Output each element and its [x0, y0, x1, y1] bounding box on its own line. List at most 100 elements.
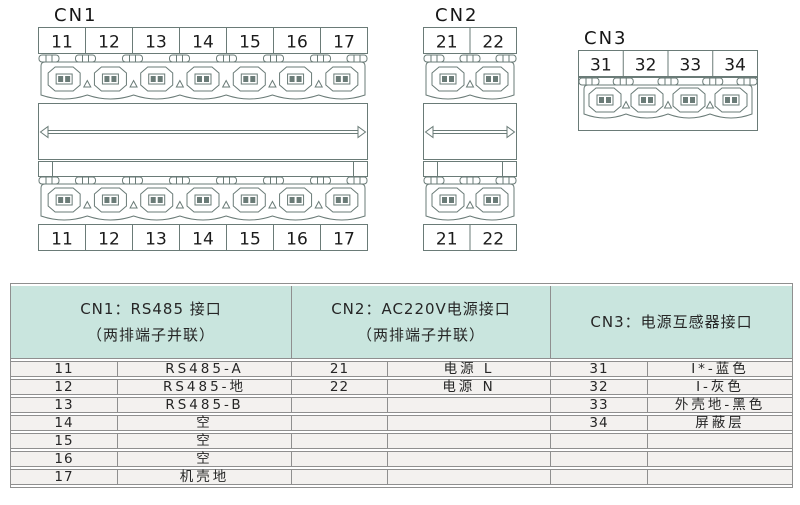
- pin-number-cell: 32: [551, 379, 649, 395]
- module-housing: [38, 103, 368, 160]
- terminal-number: 14: [192, 33, 214, 53]
- screw-slot-pin: [296, 76, 302, 82]
- screw-slot-pin: [204, 76, 209, 82]
- screw-terminal: [186, 66, 220, 92]
- screw-terminal: [279, 187, 313, 213]
- screw-slot-pin: [104, 197, 110, 203]
- pin-number-cell: 33: [551, 397, 649, 413]
- header-title: CN2：AC220V电源接口: [331, 299, 511, 318]
- mounting-tab: [75, 176, 96, 185]
- polarity-mark-icon: [705, 100, 715, 109]
- screw-slot-pin: [732, 97, 737, 103]
- pin-number-cell: 15: [11, 433, 118, 449]
- screw-slot: [55, 194, 73, 206]
- screw-slot-pin: [65, 76, 71, 82]
- mounting-tab: [38, 176, 60, 185]
- screw-slot: [333, 73, 351, 85]
- mounting-tab: [169, 176, 190, 185]
- screw-slot-pin: [449, 76, 454, 82]
- screw-terminal: [325, 187, 359, 213]
- screw-terminal: [588, 87, 622, 113]
- mounting-tab: [216, 54, 237, 63]
- pin-number-cell: 21: [292, 361, 388, 377]
- screw-slot: [101, 73, 119, 85]
- terminal-number: 21: [436, 230, 458, 250]
- screw-slot-pin: [204, 197, 209, 203]
- terminal-number-strip: [38, 27, 368, 54]
- screw-slot: [287, 73, 305, 85]
- pin-number-cell: 14: [11, 415, 118, 431]
- terminal-number: 33: [680, 56, 702, 76]
- screw-slot: [55, 73, 73, 85]
- screw-slot: [194, 73, 212, 85]
- pin-number-cell: [292, 469, 388, 485]
- terminal-number: 17: [333, 230, 355, 250]
- screw-terminal: [325, 66, 359, 92]
- pin-assignment-table: CN1：RS485 接口 （两排端子并联） CN2：AC220V电源接口 （两排…: [10, 283, 794, 488]
- table-header-cn3: CN3：电源互感器接口: [551, 286, 793, 359]
- pin-number-cell: [292, 451, 388, 467]
- screw-terminal: [186, 187, 220, 213]
- pin-desc-cell: RS485-地: [118, 379, 292, 395]
- pin-desc-cell: 外壳地-黑色: [648, 397, 793, 413]
- pin-desc-cell: [388, 451, 552, 467]
- screw-terminal: [47, 187, 81, 213]
- screw-slot: [240, 73, 258, 85]
- screw-slot-pin: [157, 76, 163, 82]
- screw-slot-pin: [250, 76, 256, 82]
- rail-arrow-left-icon: [424, 125, 434, 139]
- terminal-number: 32: [635, 56, 657, 76]
- terminal-number: 11: [51, 33, 73, 53]
- pin-number-cell: 22: [292, 379, 388, 395]
- pin-number-cell: 17: [11, 469, 118, 485]
- pin-number-cell: 34: [551, 415, 649, 431]
- mounting-tab: [459, 176, 481, 185]
- screw-slot-pin: [197, 197, 202, 203]
- screw-slot-pin: [683, 97, 688, 103]
- polarity-mark-icon: [268, 200, 277, 209]
- pin-number-cell: [292, 433, 388, 449]
- screw-slot: [680, 94, 698, 106]
- screw-slot-pin: [442, 76, 447, 82]
- terminal-number: 11: [51, 230, 73, 250]
- terminal-number: 16: [286, 33, 308, 53]
- screw-slot-pin: [641, 97, 646, 103]
- mounting-tab: [346, 176, 368, 185]
- screw-slot-pin: [289, 76, 295, 82]
- pin-number-cell: [551, 469, 649, 485]
- screw-slot-pin: [486, 76, 491, 82]
- screw-slot: [439, 73, 457, 85]
- pin-number-cell: [551, 433, 649, 449]
- pin-desc-cell: I-灰色: [648, 379, 793, 395]
- terminal-number: 22: [482, 230, 504, 250]
- screw-slot-pin: [442, 197, 447, 203]
- screw-slot-pin: [58, 197, 64, 203]
- table-header-cn2: CN2：AC220V电源接口 （两排端子并联）: [292, 286, 552, 359]
- pin-desc-cell: [388, 415, 552, 431]
- pin-desc-cell: 电源 N: [388, 379, 552, 395]
- module-housing: [423, 103, 517, 160]
- screw-slot: [439, 194, 457, 206]
- mounting-tab: [263, 54, 284, 63]
- screw-terminal: [475, 187, 509, 213]
- screw-terminal: [232, 66, 266, 92]
- pin-desc-cell: 机壳地: [118, 469, 292, 485]
- connector-label-cn2: CN2: [435, 5, 479, 26]
- screw-terminal: [475, 66, 509, 92]
- screw-slot-pin: [648, 97, 653, 103]
- screw-slot: [148, 73, 166, 85]
- screw-slot: [101, 194, 119, 206]
- screw-slot: [638, 94, 656, 106]
- screw-slot-pin: [335, 197, 341, 203]
